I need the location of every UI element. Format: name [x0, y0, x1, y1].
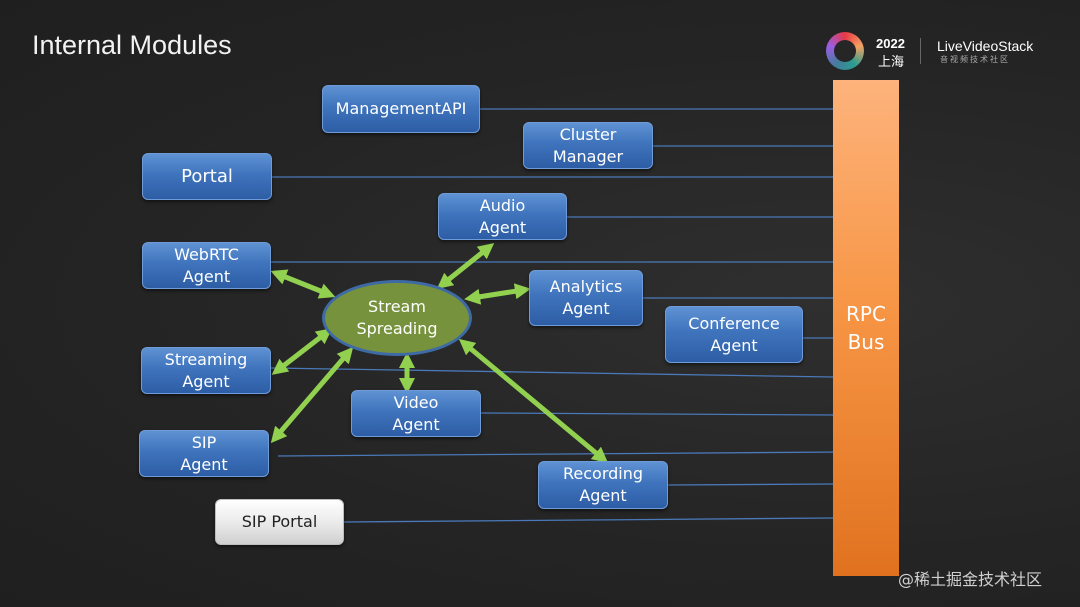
module-cluster-manager: Cluster Manager: [523, 122, 653, 169]
arrow-webrtc-stream: [270, 269, 336, 299]
module-streaming-agent: Streaming Agent: [141, 347, 271, 394]
connector-sip-portal: [343, 517, 834, 523]
module-sip-agent: SIP Agent: [139, 430, 269, 477]
module-sip-portal: SIP Portal: [215, 499, 344, 545]
event-logo: 2022 上海 LiveVideoStack 音视频技术社区: [826, 32, 1056, 72]
arrow-sip-stream: [270, 346, 354, 444]
rpc-bus: RPC Bus: [833, 80, 899, 576]
module-recording-agent: Recording Agent: [538, 461, 668, 509]
arrow-streaming-stream: [271, 328, 333, 375]
module-managementapi: ManagementAPI: [322, 85, 480, 133]
logo-subtitle: 音视频技术社区: [940, 55, 1010, 64]
connector-recording-agent: [667, 483, 834, 486]
module-analytics-agent: Analytics Agent: [529, 270, 643, 326]
logo-ring-icon: [826, 32, 864, 70]
stream-spreading-node: Stream Spreading: [322, 280, 472, 356]
module-conference-agent: Conference Agent: [665, 306, 803, 363]
module-portal: Portal: [142, 153, 272, 200]
logo-year: 2022: [876, 36, 905, 51]
logo-brand: LiveVideoStack: [937, 38, 1034, 54]
arrow-analytics-stream: [464, 283, 531, 305]
module-webrtc-agent: WebRTC Agent: [142, 242, 271, 289]
logo-city: 上海: [878, 55, 905, 70]
page-title: Internal Modules: [32, 30, 232, 60]
arrow-audio-stream: [436, 243, 495, 289]
watermark: @稀土掘金技术社区: [898, 570, 1043, 589]
connector-sip-agent: [277, 451, 846, 457]
connector-streaming-agent: [270, 367, 834, 378]
connector-video-agent: [480, 412, 834, 416]
arrow-recording-stream: [458, 338, 609, 464]
module-video-agent: Video Agent: [351, 390, 481, 437]
module-audio-agent: Audio Agent: [438, 193, 567, 240]
logo-divider: [920, 38, 921, 64]
